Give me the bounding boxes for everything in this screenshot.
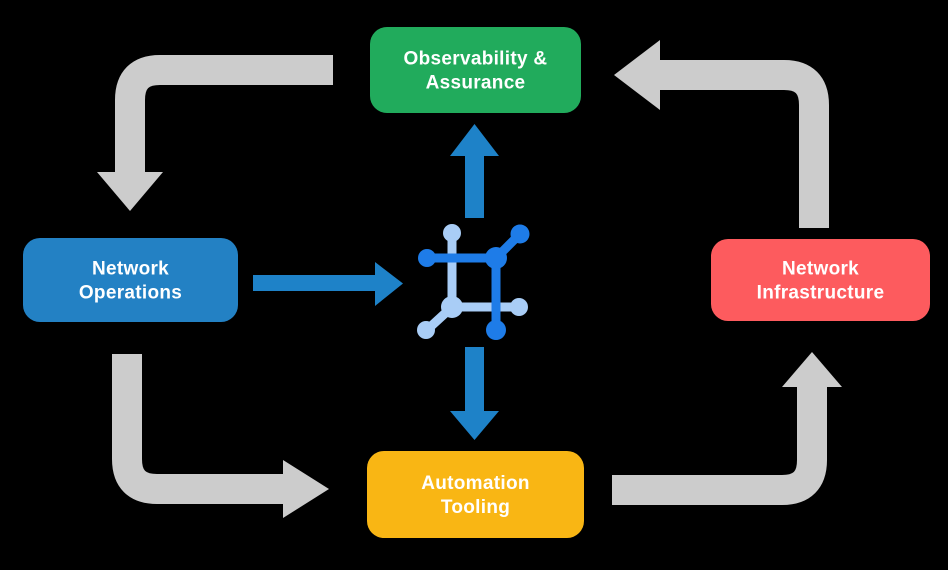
icon-dark-dot-left: [418, 249, 436, 267]
icon-light-node-corner: [441, 296, 463, 318]
node-box: [367, 451, 584, 538]
node-label-line2: Operations: [79, 283, 182, 304]
arrow-shaft: [612, 386, 827, 505]
node-network-infrastructure: Network Infrastructure: [711, 239, 930, 321]
icon-dark-node-corner: [485, 247, 507, 269]
arrow-center-to-observability: [450, 124, 499, 218]
node-label-line2: Assurance: [426, 73, 526, 94]
icon-dark-layer: [418, 224, 530, 340]
arrow-operations-to-center: [253, 262, 403, 306]
arrow-automation-to-infrastructure: [612, 352, 842, 505]
node-automation-tooling: Automation Tooling: [367, 451, 584, 538]
node-box: [23, 238, 238, 322]
icon-dark-dot-diagonal: [510, 224, 530, 244]
node-observability-assurance: Observability & Assurance: [370, 27, 581, 113]
node-label-line2: Tooling: [441, 497, 510, 518]
node-label-line1: Automation: [421, 473, 530, 494]
node-label-line1: Network: [782, 259, 859, 280]
arrow-head-left: [614, 40, 660, 110]
arrow-operations-to-automation: [112, 354, 329, 518]
arrow-head-right: [283, 460, 329, 518]
node-label-line1: Observability &: [404, 49, 548, 70]
arrow-head-up: [782, 352, 842, 387]
arrow-observability-to-operations: [97, 55, 333, 211]
node-network-operations: Network Operations: [23, 238, 238, 322]
icon-dark-dot-bottom: [486, 320, 506, 340]
network-automation-icon: [417, 224, 530, 340]
arrow-center-to-automation: [450, 347, 499, 440]
arrow-shaft: [115, 55, 333, 174]
arrow-shaft: [112, 354, 284, 504]
arrow-infrastructure-to-observability: [614, 40, 829, 228]
icon-light-dot-right: [510, 298, 528, 316]
icon-light-layer: [417, 224, 528, 339]
arrow-head-down: [97, 172, 163, 211]
node-box: [370, 27, 581, 113]
icon-light-dot-top: [443, 224, 461, 242]
icon-light-dot-diagonal: [417, 321, 435, 339]
node-label-line1: Network: [92, 259, 169, 280]
arrow-shaft: [660, 60, 829, 228]
node-box: [711, 239, 930, 321]
node-label-line2: Infrastructure: [757, 283, 885, 304]
